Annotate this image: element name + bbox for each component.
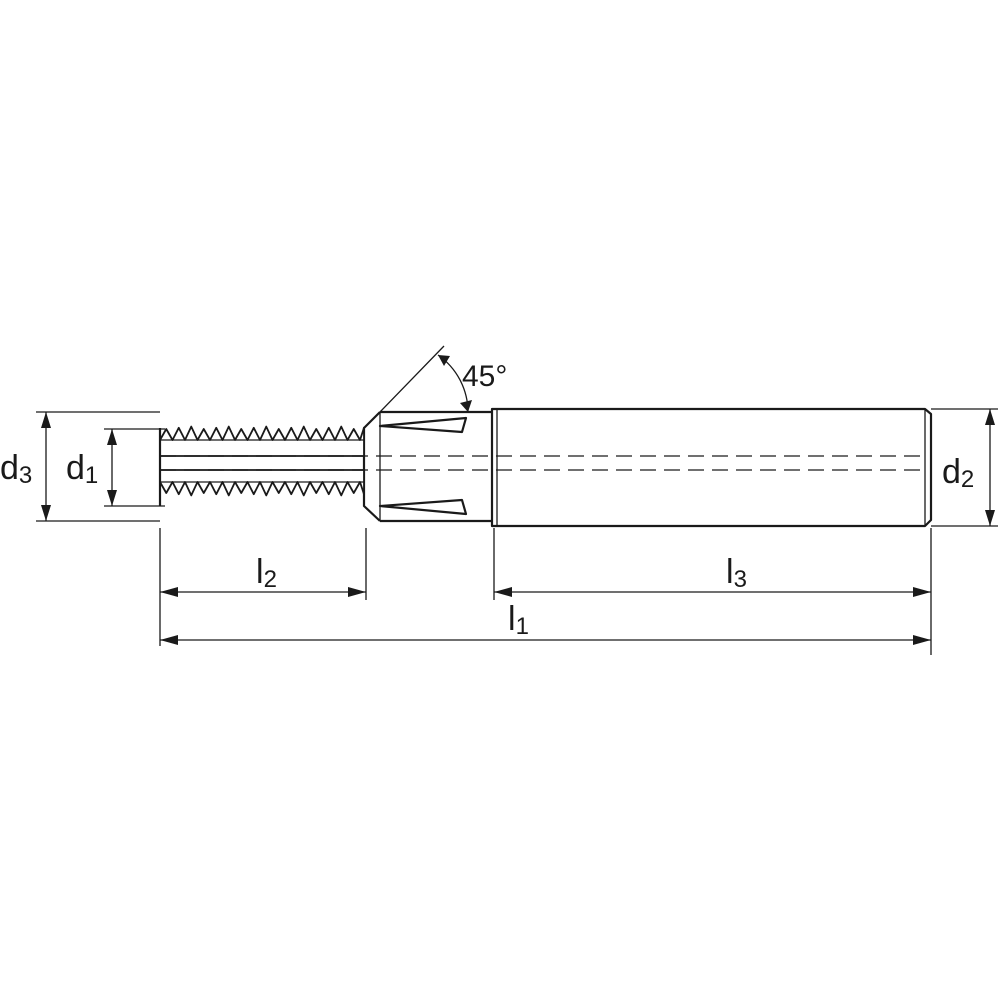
thread-row-upper: [159, 425, 365, 457]
label-l3: l3: [726, 553, 747, 593]
label-l1: l1: [508, 600, 529, 640]
l3-dimension: [494, 587, 931, 597]
label-d1: d1: [66, 449, 98, 489]
d2-dimension: [931, 408, 998, 527]
thread-head: [158, 425, 365, 506]
d1-dimension: [104, 428, 165, 507]
l2-dimension: [160, 587, 366, 597]
centerline: [160, 455, 928, 471]
l1-dimension: [160, 635, 931, 645]
label-d3: d3: [0, 449, 32, 489]
angle-dimension: [379, 345, 472, 413]
label-angle: 45°: [462, 360, 507, 393]
neck: [362, 410, 492, 523]
label-d2: d2: [942, 453, 974, 493]
shank: [490, 407, 933, 528]
thread-row-lower: [159, 469, 365, 497]
label-l2: l2: [256, 553, 277, 593]
d3-dimension: [36, 411, 160, 522]
